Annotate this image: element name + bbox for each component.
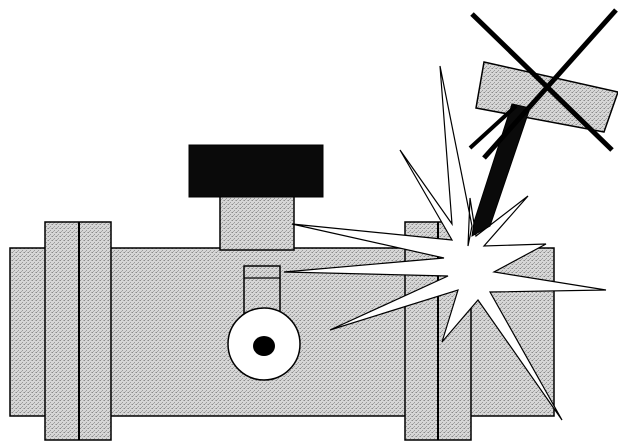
valve-handle-icon xyxy=(188,144,324,198)
valve-stem-neck xyxy=(219,195,295,251)
valve-ball-bore xyxy=(253,336,275,356)
torch-hose xyxy=(468,104,518,150)
spark-burst-icon xyxy=(283,65,607,421)
welding-torch-icon xyxy=(468,61,618,237)
prohibited-cross-icon xyxy=(470,8,618,160)
